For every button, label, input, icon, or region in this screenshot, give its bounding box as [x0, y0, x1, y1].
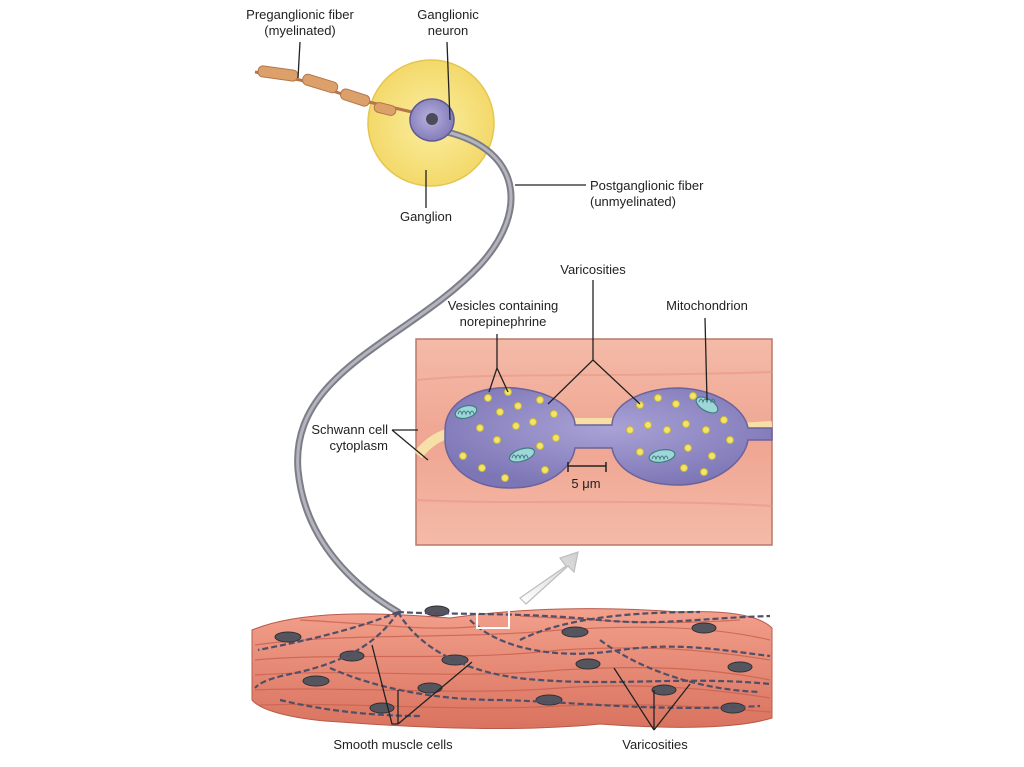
label-preganglionic-line1: Preganglionic fiber — [246, 7, 354, 22]
label-vesicles: Vesicles containing norepinephrine — [440, 298, 566, 330]
label-ganglionic-line1: Ganglionic — [417, 7, 479, 22]
label-preganglionic-line2: (myelinated) — [264, 23, 336, 38]
varicosity-inset — [414, 338, 773, 546]
label-vesicles-line1: Vesicles containing — [447, 298, 559, 313]
neuron-nucleus — [426, 113, 438, 125]
label-vesicles-line2: norepinephrine — [459, 314, 547, 329]
smooth-muscle-tissue — [251, 605, 773, 729]
enlargement-arrow — [519, 551, 579, 605]
preganglionic-fiber — [254, 65, 413, 116]
label-ganglion: Ganglion — [399, 209, 453, 224]
label-ganglionic-line2: neuron — [427, 23, 469, 38]
vesicles — [459, 388, 734, 482]
label-postganglionic-line2: (unmyelinated) — [590, 194, 676, 209]
label-varicosities-bottom: Varicosities — [622, 737, 688, 752]
label-schwann-line2: cytoplasm — [329, 438, 388, 453]
label-ganglionic-neuron: Ganglionic neuron — [400, 7, 496, 39]
label-preganglionic-fiber: Preganglionic fiber (myelinated) — [240, 7, 360, 39]
label-schwann-line1: Schwann cell — [311, 422, 388, 437]
varicose-axons — [254, 610, 771, 718]
label-postganglionic-line1: Postganglionic fiber — [590, 178, 704, 193]
zoom-box — [476, 605, 510, 629]
label-schwann-cell: Schwann cell cytoplasm — [288, 422, 388, 454]
label-smooth-muscle-cells: Smooth muscle cells — [333, 737, 453, 752]
label-varicosities-top: Varicosities — [560, 262, 626, 277]
label-postganglionic-fiber: Postganglionic fiber (unmyelinated) — [590, 178, 703, 210]
leader-lines — [297, 41, 708, 731]
scale-bar — [567, 462, 607, 472]
label-scale-bar: 5 μm — [571, 476, 601, 491]
label-mitochondrion: Mitochondrion — [666, 298, 748, 313]
